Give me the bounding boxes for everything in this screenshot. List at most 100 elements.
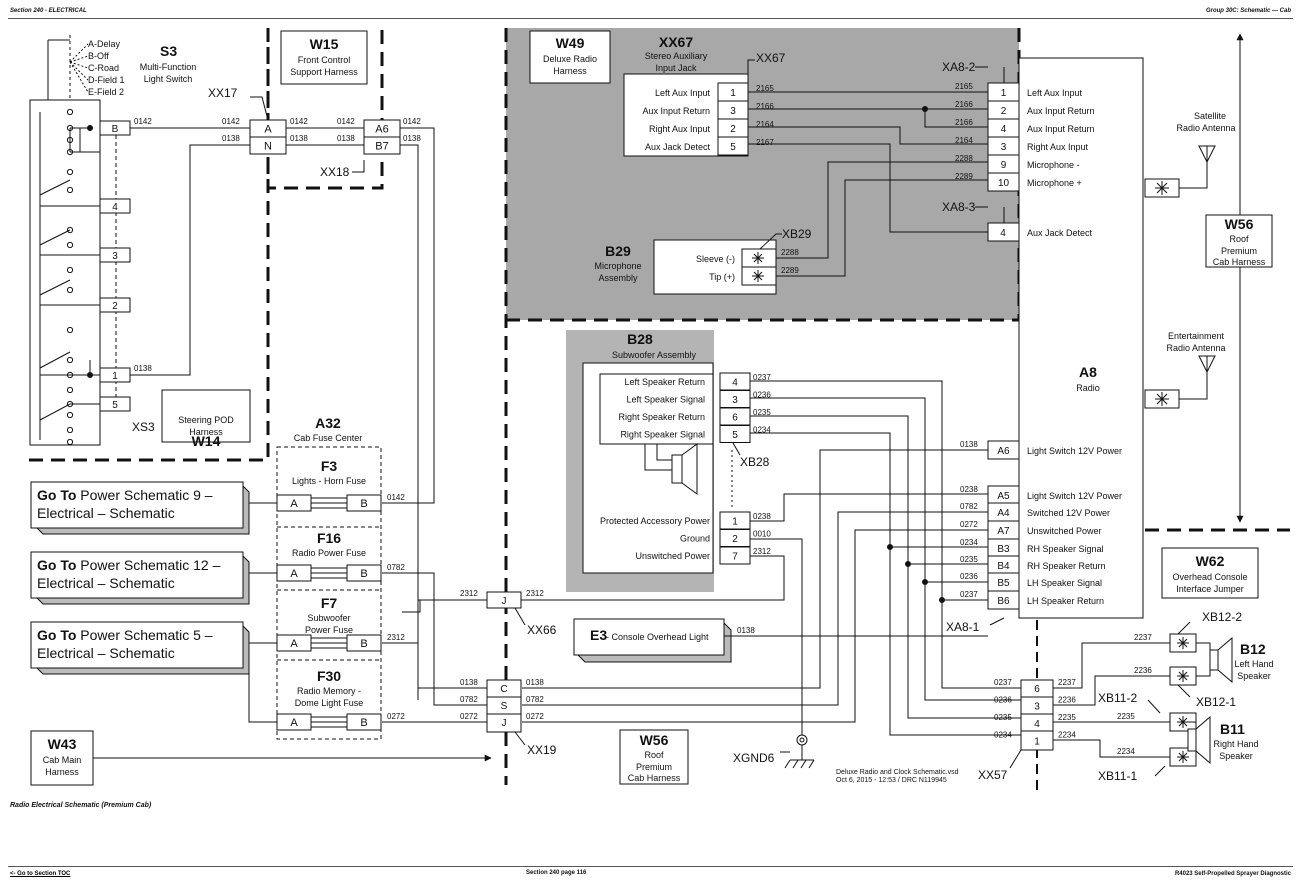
xa82-pin-text: 1 [1001, 88, 1007, 99]
w56-right-box [1205, 214, 1273, 268]
fuse-name-2: Dome Light Fuse [295, 698, 364, 708]
svg-text:0138: 0138 [290, 134, 308, 143]
xa81-wire: 0238 [960, 485, 978, 494]
xa81-wire: 0235 [960, 555, 978, 564]
b12-speaker-icon [1209, 649, 1219, 671]
xa82-wire: 2288 [955, 154, 973, 163]
xs3-label: XS3 [132, 420, 155, 434]
header-right: Group 30C: Schematic — Cab [1205, 8, 1291, 14]
xx17-label: XX17 [208, 86, 238, 100]
xa81-pin-text: B5 [997, 578, 1010, 589]
svg-text:Stereo Auxiliary: Stereo Auxiliary [645, 51, 708, 61]
wire-0010 [750, 538, 803, 735]
xx19-wire-out: 0782 [526, 695, 544, 704]
svg-text:B12: B12 [1240, 641, 1266, 657]
svg-text:W15: W15 [310, 36, 339, 52]
svg-text:Radio Antenna: Radio Antenna [1166, 343, 1225, 353]
wire-2166 [748, 108, 988, 128]
b28-wire: 0237 [753, 373, 771, 382]
svg-text:Deluxe Radio and Clock Schemat: Deluxe Radio and Clock Schematic.vsd [836, 769, 959, 776]
xa82-pin-text: 4 [1001, 124, 1007, 135]
wire-2288 [776, 161, 988, 259]
b28-speaker-label: Left Speaker Signal [626, 395, 705, 405]
b28-wire: 0234 [753, 426, 771, 435]
xa82-pin-text: 10 [998, 178, 1010, 189]
s3-pin-2-text: 2 [112, 301, 118, 312]
xx19-wire-in: 0782 [460, 695, 478, 704]
svg-text:0138: 0138 [403, 134, 421, 143]
xx18-pin-b7-text: B7 [375, 141, 388, 153]
svg-text:A8: A8 [1079, 364, 1097, 380]
svg-text:2236: 2236 [1134, 666, 1152, 675]
b28-pin-text: 4 [732, 378, 738, 389]
svg-text:Interface Jumper: Interface Jumper [1176, 584, 1244, 594]
wire-0234 [750, 432, 988, 548]
header-rule [8, 18, 1293, 19]
svg-text:Support Harness: Support Harness [290, 67, 358, 77]
ground-icon [784, 745, 815, 769]
goto-power-schematic-link[interactable] [30, 551, 244, 599]
s3-contact [66, 186, 74, 194]
svg-text:Input Jack: Input Jack [655, 63, 697, 73]
s3-contact [66, 286, 74, 294]
svg-text:W14: W14 [192, 433, 221, 449]
xa81-wire: 0236 [960, 572, 978, 581]
b28-speaker-label: Left Speaker Return [624, 377, 705, 387]
xx67-wire-label: 2166 [756, 102, 774, 111]
svg-text:Radio Antenna: Radio Antenna [1176, 123, 1235, 133]
b28-power-label: Ground [680, 534, 710, 544]
goto-power-schematic-link[interactable] [30, 481, 244, 529]
s3-pin-4 [99, 198, 131, 214]
svg-text:Right Hand: Right Hand [1213, 739, 1258, 749]
s3-contact [66, 168, 74, 176]
s3-contact [66, 108, 74, 116]
xa81-label: LH Speaker Signal [1027, 578, 1102, 588]
wire-0235 [750, 415, 988, 565]
xa81-label: RH Speaker Signal [1027, 544, 1104, 554]
s3-position-label: D-Field 1 [88, 75, 125, 85]
fuse-name: Radio Memory - [297, 686, 361, 696]
w43-box [30, 730, 94, 786]
svg-text:W43: W43 [48, 736, 77, 752]
svg-text:Satellite: Satellite [1194, 111, 1226, 121]
svg-text:XX66: XX66 [527, 623, 557, 637]
xx67-wire-label: 2167 [756, 138, 774, 147]
xa82-wire: 2165 [955, 82, 973, 91]
xa82-wire: 2166 [955, 118, 973, 127]
b28-wire: 0236 [753, 391, 771, 400]
svg-text:XX57: XX57 [978, 768, 1008, 782]
xa82-wire: 2289 [955, 172, 973, 181]
fuse-name-2: Power Fuse [305, 625, 353, 635]
b28-wire: 0235 [753, 408, 771, 417]
xx57-wire-out: 2237 [1058, 678, 1076, 687]
xa81-label: Light Switch 12V Power [1027, 491, 1122, 501]
svg-text:W56: W56 [1225, 216, 1254, 232]
b28-pin [719, 425, 751, 443]
xa81-wire: 0138 [960, 440, 978, 449]
wire-0235-b [907, 564, 1021, 719]
wire-0138-a [130, 144, 419, 700]
wire-0238 [750, 493, 988, 522]
satellite-antenna-icon [1179, 145, 1216, 189]
section-toc-link[interactable]: <- Go to Section TOC [10, 871, 71, 877]
a8-radio-body [1018, 57, 1144, 619]
s3-contact [66, 356, 74, 364]
svg-text:B11: B11 [1220, 721, 1245, 737]
xx57-wire-out: 2236 [1058, 696, 1076, 705]
xx18-label: XX18 [320, 165, 350, 179]
xx19-wire-in: 0272 [460, 712, 478, 721]
svg-text:XX67: XX67 [659, 34, 693, 50]
xa82-wire: 2166 [955, 100, 973, 109]
svg-text:Cab Fuse Center: Cab Fuse Center [294, 433, 363, 443]
svg-text:Sleeve (-): Sleeve (-) [696, 254, 735, 264]
svg-text:2289: 2289 [781, 266, 799, 275]
svg-text:XA8-3: XA8-3 [942, 200, 976, 214]
footer-rule [8, 866, 1293, 867]
xa82-label: Microphone - [1027, 160, 1080, 170]
fuse-wire: 0272 [387, 712, 405, 721]
svg-text:W62: W62 [1196, 553, 1225, 569]
xa82-label: Right Aux Input [1027, 142, 1089, 152]
goto-power-schematic-link[interactable] [30, 621, 244, 669]
svg-text:Harness: Harness [45, 767, 79, 777]
wire-0237-b [941, 600, 1021, 689]
